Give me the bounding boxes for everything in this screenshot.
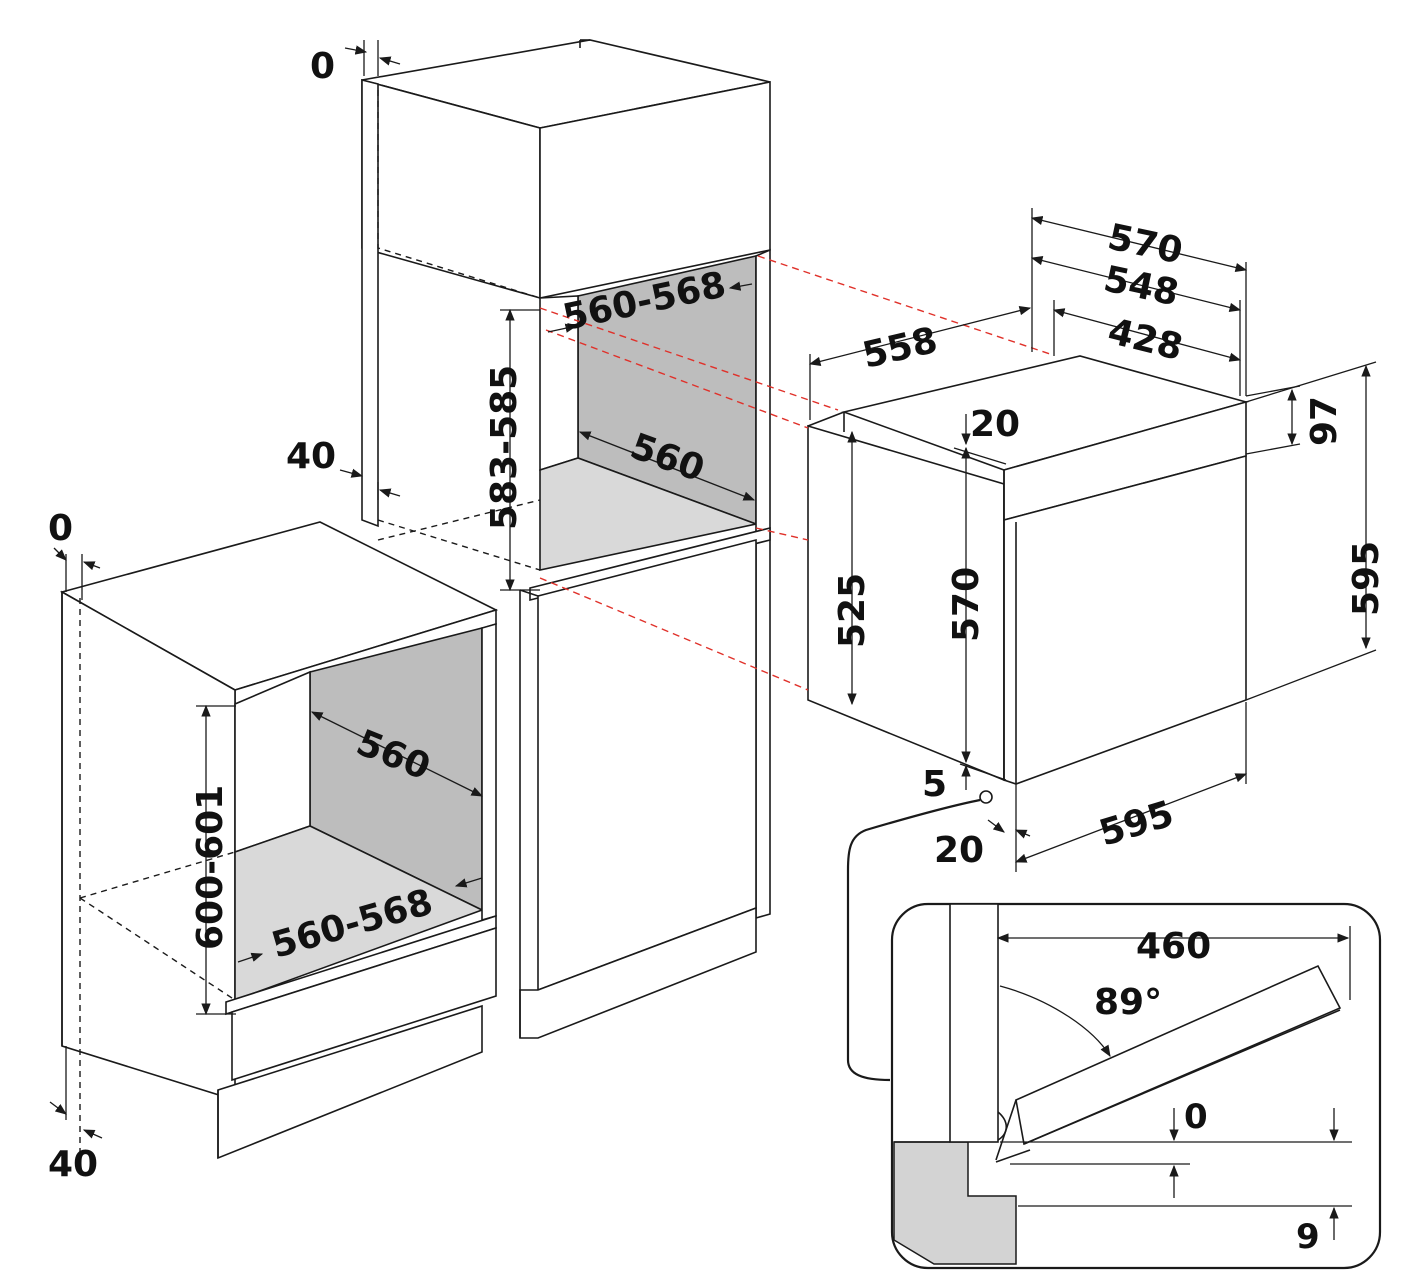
oven bbox=[807, 355, 1249, 785]
label-oven-depth: 558 bbox=[859, 320, 941, 377]
label-oven-front-offset: 20 bbox=[934, 830, 984, 871]
label-oven-width-428: 428 bbox=[1104, 311, 1187, 369]
label-door-swing: 460 bbox=[1136, 926, 1211, 967]
tall-cabinet-left-panel bbox=[361, 78, 379, 528]
label-base-opening-height: 600-601 bbox=[190, 785, 231, 950]
label-door-angle: 89° bbox=[1094, 982, 1162, 1023]
label-oven-body-height-525: 525 bbox=[832, 573, 873, 648]
door-detail-inset bbox=[846, 790, 1382, 1270]
label-oven-panel-height: 97 bbox=[1304, 396, 1345, 446]
label-tall-side-gap: 40 bbox=[286, 436, 336, 477]
inset-frame bbox=[890, 902, 1382, 1270]
base-cabinet-drawer bbox=[231, 926, 497, 1082]
inset-countertop bbox=[893, 1141, 1017, 1265]
base-cavity-right-edge bbox=[481, 622, 497, 922]
tall-cabinet-right-edge bbox=[755, 248, 771, 920]
dimension-lines bbox=[49, 40, 1377, 1139]
label-door-offset-0: 0 bbox=[1184, 1097, 1208, 1137]
label-door-offset-9: 9 bbox=[1296, 1217, 1320, 1257]
base-cabinet bbox=[59, 521, 499, 1160]
label-oven-front-width: 595 bbox=[1095, 793, 1179, 854]
label-base-top-gap: 0 bbox=[48, 508, 73, 549]
label-tall-top-gap: 0 bbox=[310, 46, 335, 87]
inset-open-door bbox=[1015, 964, 1342, 1146]
base-cavity-left bbox=[234, 670, 311, 854]
label-tall-opening-height: 583-585 bbox=[484, 365, 525, 530]
label-oven-top-step: 20 bbox=[970, 404, 1020, 445]
label-oven-bottom-gap: 5 bbox=[922, 764, 947, 805]
inset-cabinet-side bbox=[949, 903, 999, 1143]
label-oven-body-height-570: 570 bbox=[946, 567, 987, 642]
label-base-bottom-gap: 40 bbox=[48, 1144, 98, 1185]
label-oven-total-height: 595 bbox=[1346, 541, 1387, 616]
